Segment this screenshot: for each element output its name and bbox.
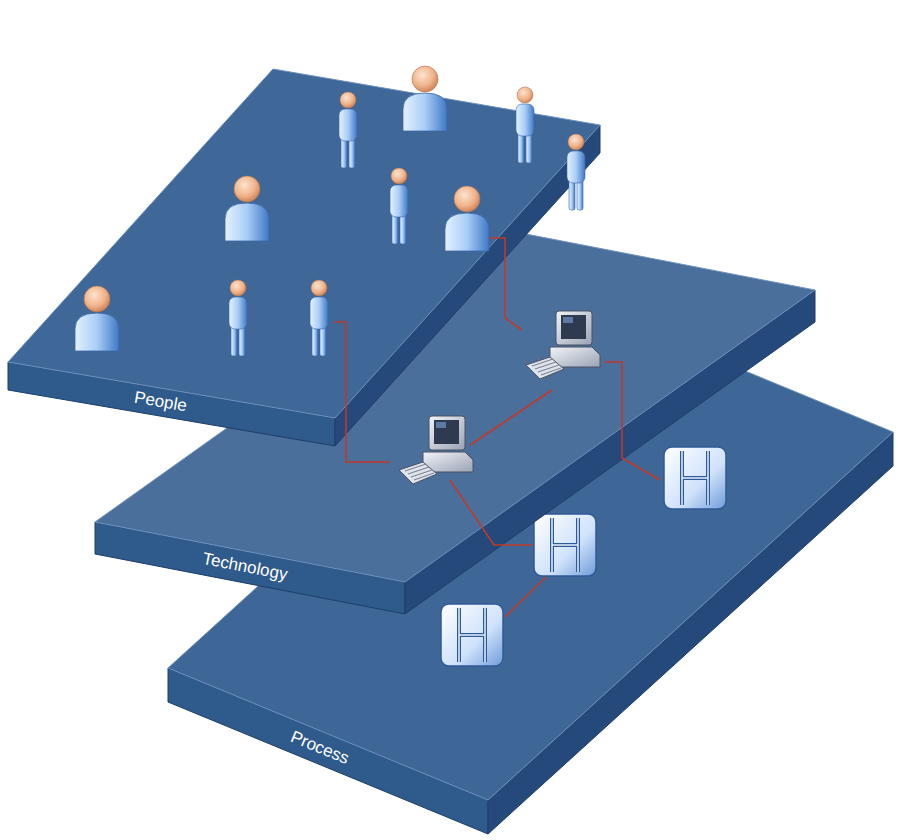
slab-top-face: [168, 300, 893, 800]
slab-shape: [6, 67, 602, 448]
layer-slab: People: [6, 67, 602, 448]
